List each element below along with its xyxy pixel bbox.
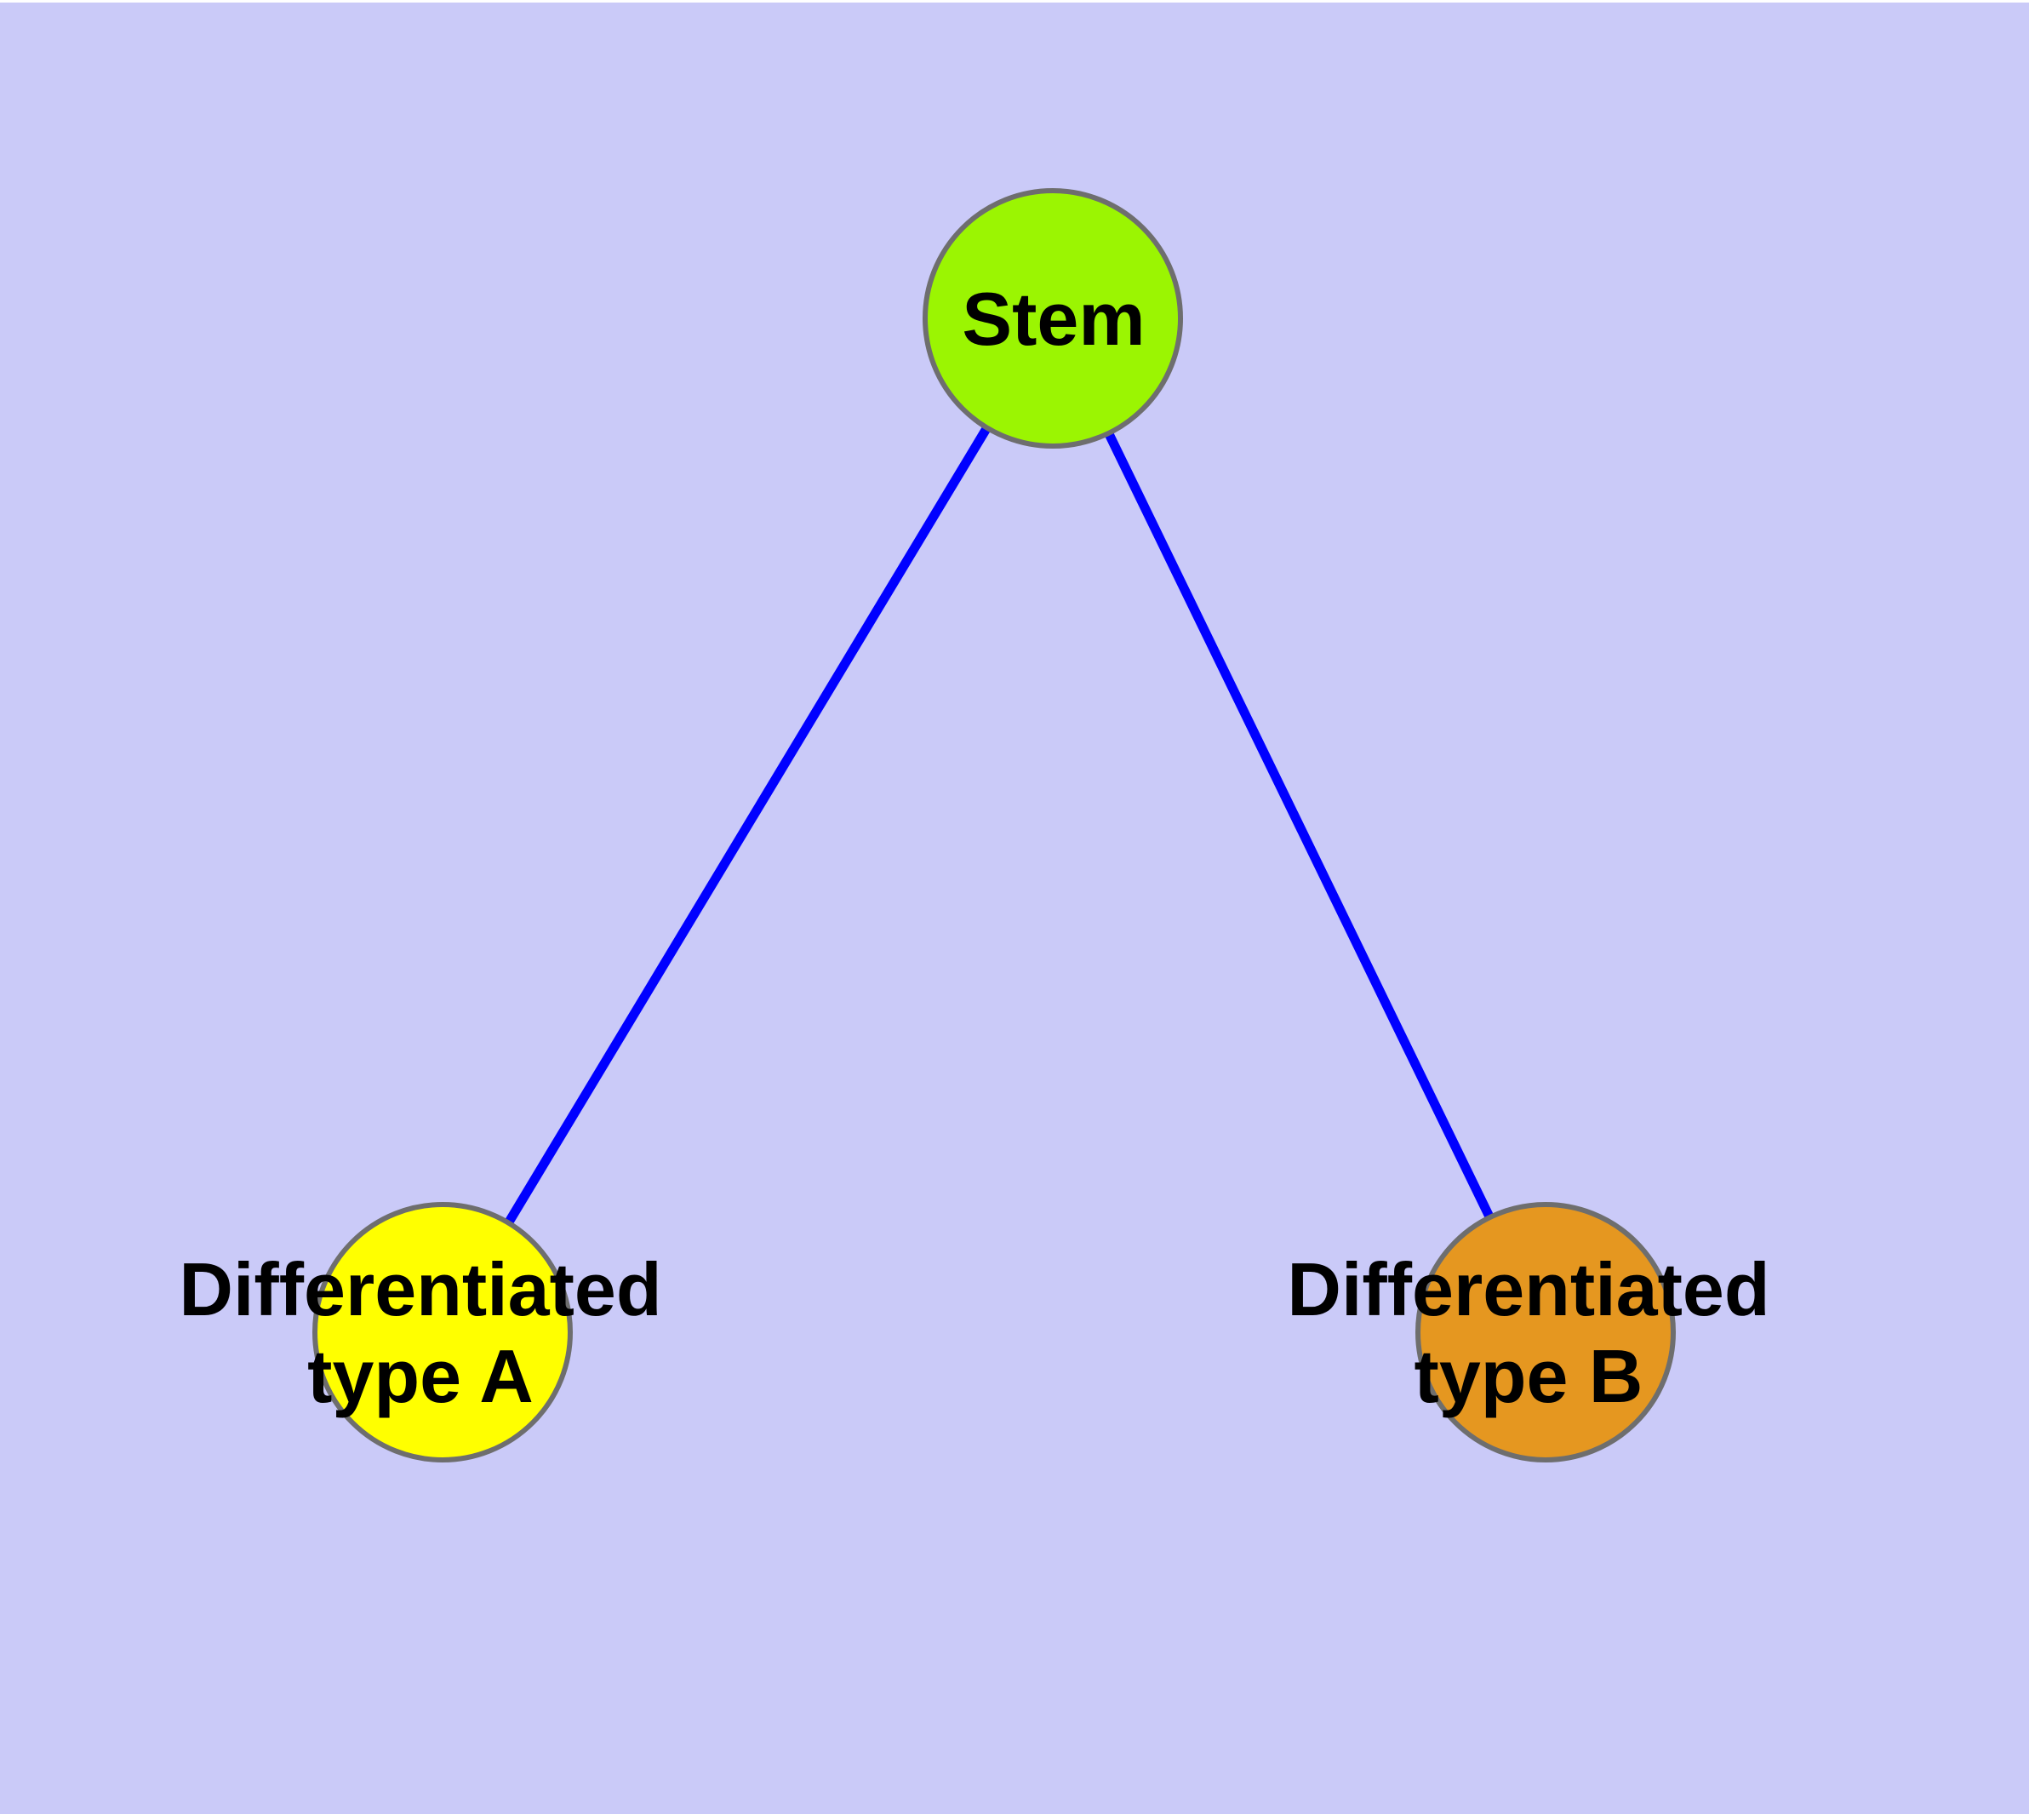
edges-layer — [438, 316, 1550, 1335]
node-differentiated-type-b — [1415, 1202, 1676, 1462]
node-stem — [923, 188, 1183, 449]
edge-stem-to-differentiated-type-b — [1049, 316, 1550, 1335]
node-differentiated-type-a — [312, 1202, 573, 1462]
nodes-layer — [312, 188, 1676, 1462]
edge-stem-to-differentiated-type-a — [438, 316, 1057, 1335]
